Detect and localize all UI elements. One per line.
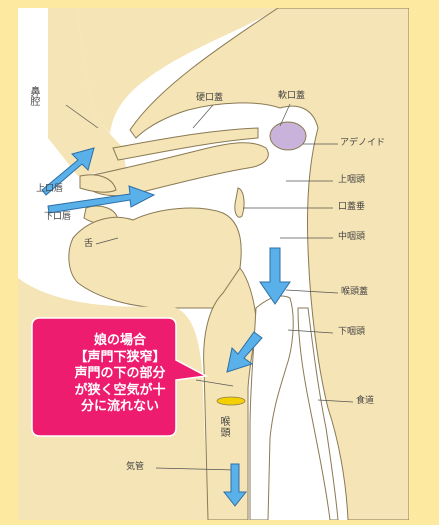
label-larynx: 喉頭: [218, 416, 229, 438]
label-oropharynx: 中咽頭: [338, 232, 366, 242]
hard-palate-bar: [112, 127, 259, 161]
label-soft-palate: 軟口蓋: [278, 91, 306, 101]
airway-channel: [249, 295, 294, 520]
stenosis-shape: [216, 396, 246, 406]
callout-line: 【声門下狭窄】: [74, 349, 166, 365]
label-lower-lip: 下口唇: [44, 212, 72, 222]
arrow-larynx-down: [226, 331, 263, 373]
callout-line: 声門の下の部分: [74, 366, 166, 381]
arrow-trachea-down: [222, 463, 248, 507]
label-nasal-cavity: 鼻腔: [28, 86, 39, 106]
tongue-shape: [68, 207, 242, 309]
esophagus-channel: [297, 307, 339, 520]
label-epiglottis: 喉頭蓋: [341, 287, 369, 297]
callout-bubble: [31, 317, 209, 437]
label-tongue: 舌: [84, 239, 94, 249]
label-esophagus: 食道: [356, 396, 375, 406]
label-nasopharynx: 上咽頭: [338, 175, 366, 185]
callout-text: 娘の場合 【声門下狭窄】 声門の下の部分 が狭く空気が十 分に流れない: [45, 326, 195, 416]
label-uvula: 口蓋垂: [338, 202, 366, 212]
uvula-shape: [234, 187, 245, 218]
callout: 娘の場合 【声門下狭窄】 声門の下の部分 が狭く空気が十 分に流れない: [45, 326, 195, 443]
posterior-tissue: [129, 8, 409, 520]
airflow-arrows: [41, 147, 291, 507]
adenoid-shape: [269, 121, 307, 151]
label-trachea: 気管: [126, 462, 145, 472]
label-hypopharynx: 下咽頭: [338, 327, 366, 337]
anatomy-drawing: 鼻腔 硬口蓋 軟口蓋 アデノイド 上咽頭 口蓋垂 中咽頭 喉頭蓋 下咽頭 食道 …: [18, 8, 409, 520]
label-hard-palate: 硬口蓋: [196, 93, 224, 103]
larynx-tissue: [203, 267, 257, 520]
label-upper-lip: 上口唇: [36, 184, 64, 194]
callout-line: 分に流れない: [80, 399, 159, 414]
arrow-pharynx-down: [259, 247, 291, 305]
arrow-mouth-in: [47, 185, 156, 214]
arrow-nose-in: [41, 147, 95, 196]
label-adenoid: アデノイド: [340, 138, 386, 148]
leader-lines: [65, 103, 354, 471]
nose-tissue: [48, 8, 126, 176]
upper-lip-shape: [79, 174, 117, 193]
callout-line: 娘の場合: [93, 333, 146, 348]
head-tissue: [78, 8, 278, 133]
airway-diagram: [18, 8, 409, 520]
callout-line: が狭く空気が十: [74, 382, 166, 398]
